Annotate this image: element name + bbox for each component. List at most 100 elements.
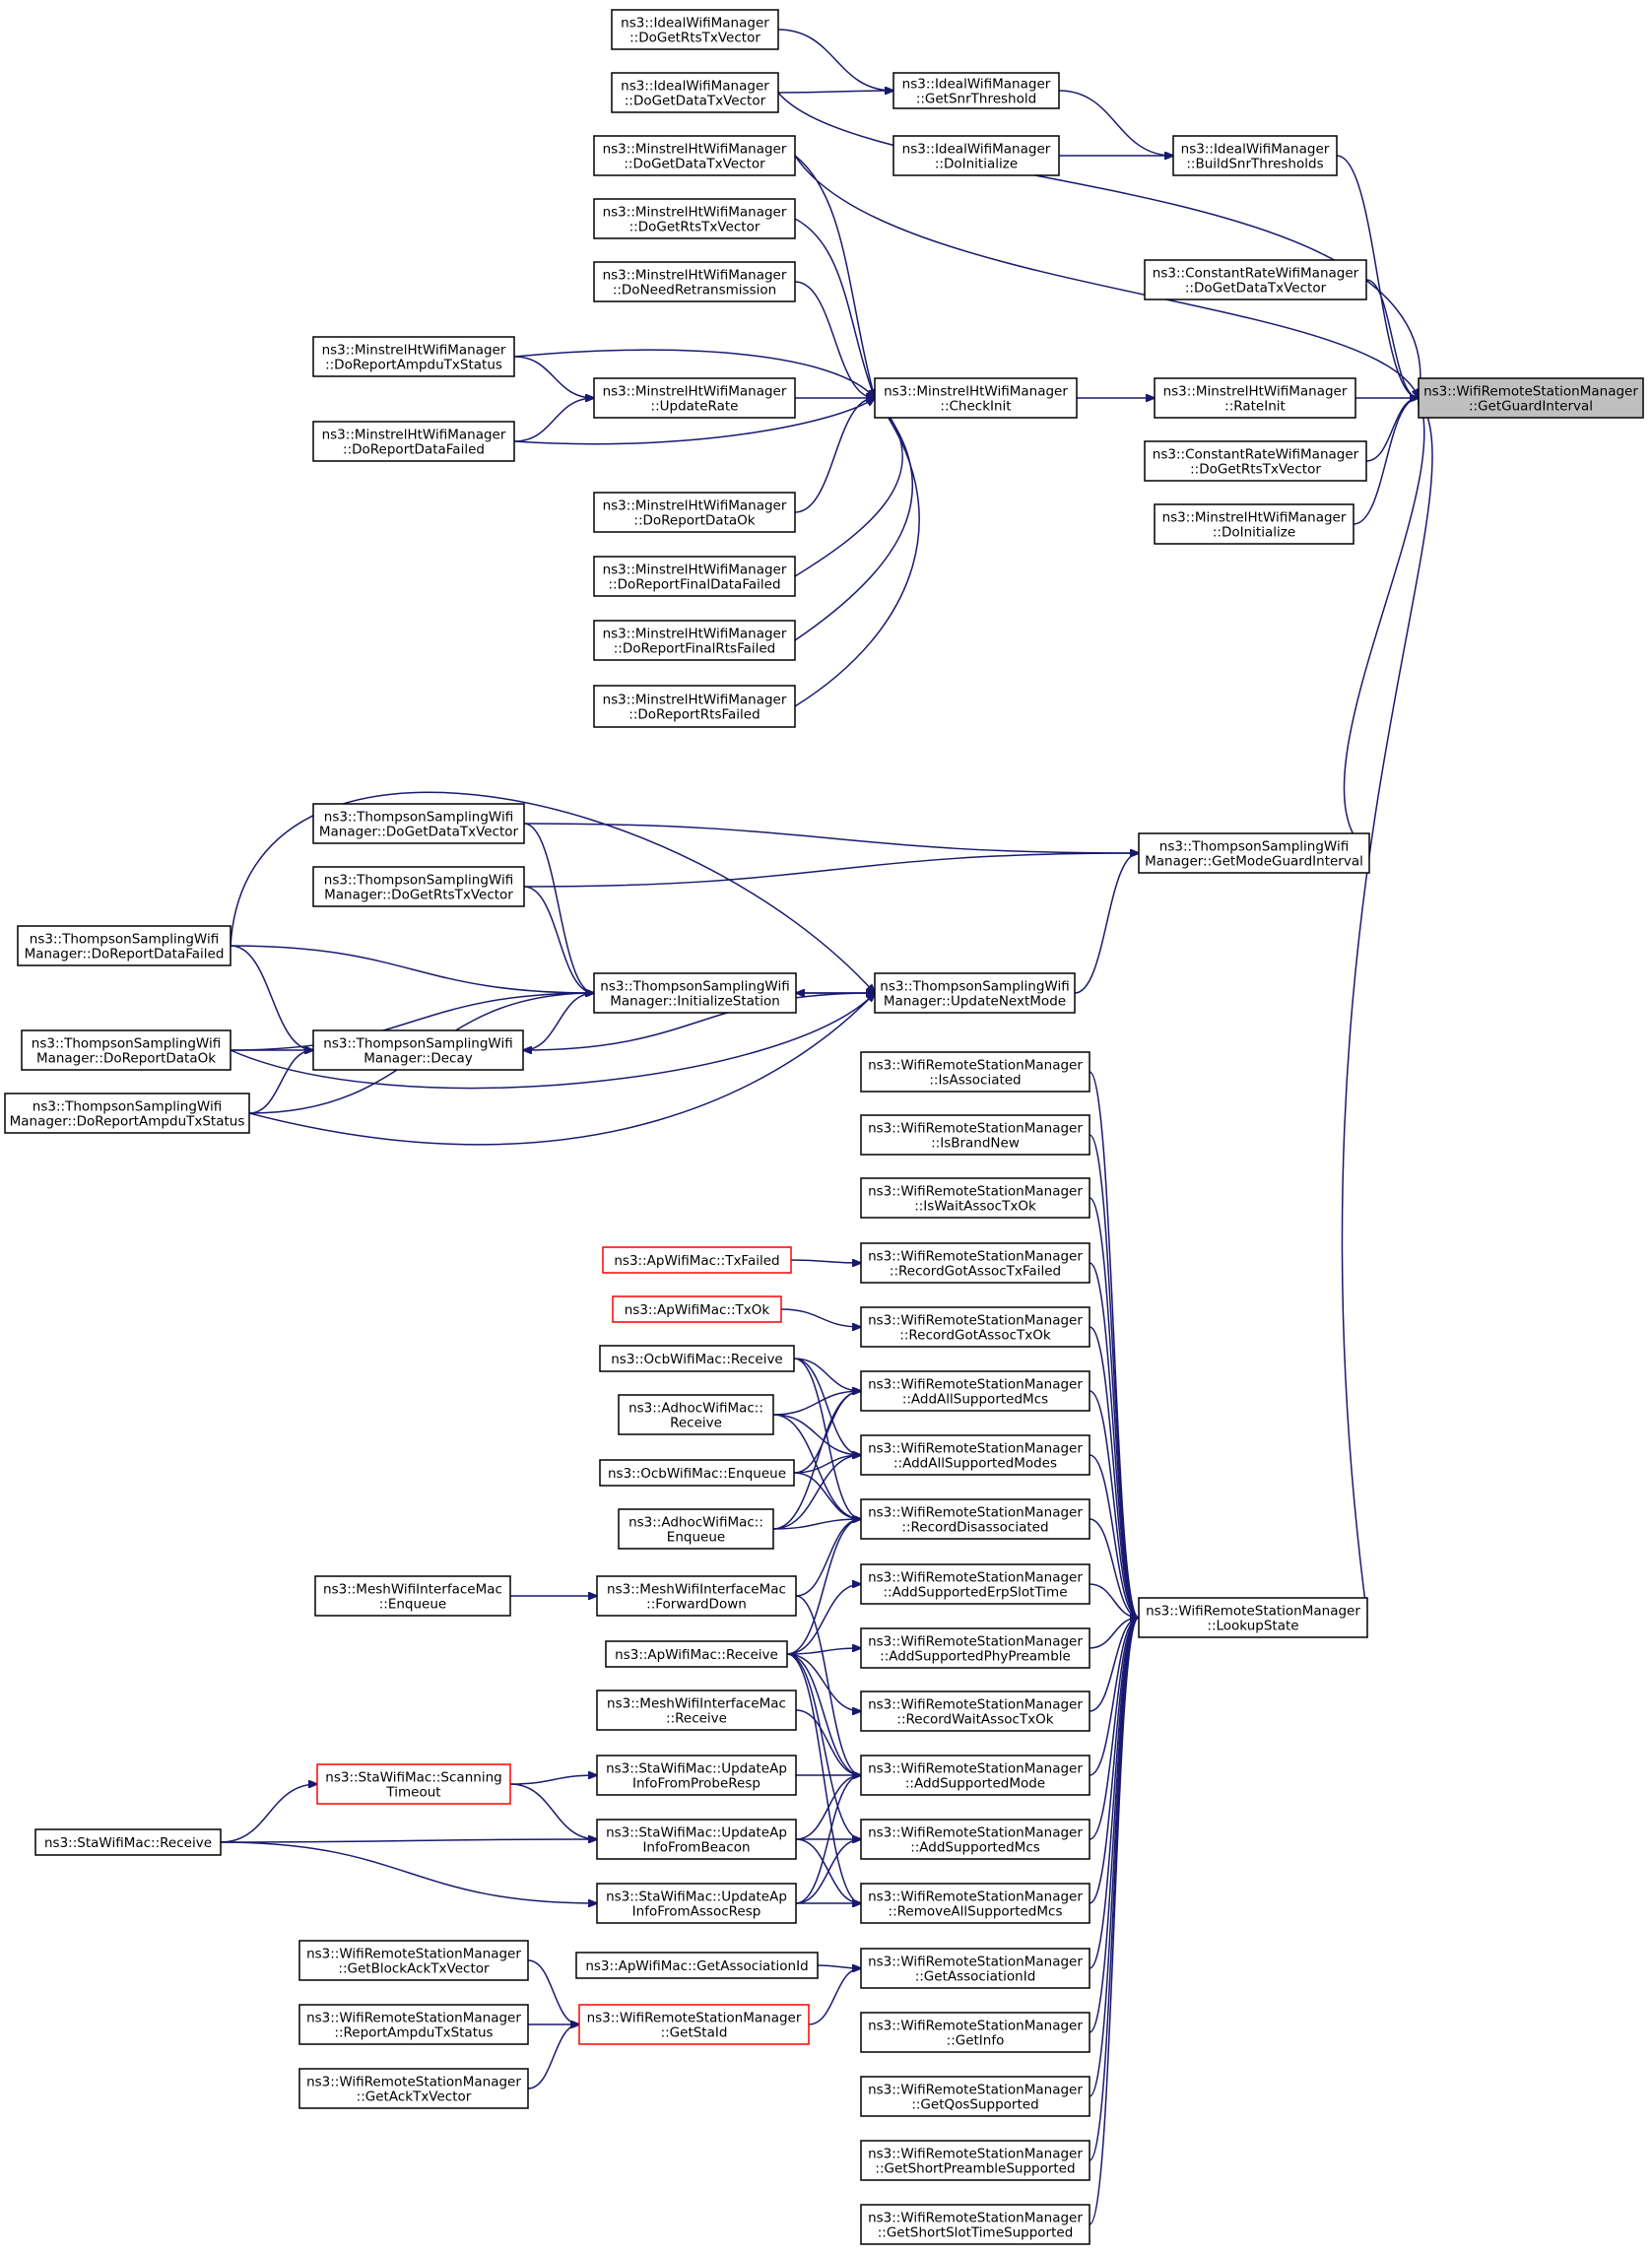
node-mesh_fwd[interactable]: ns3::MeshWifiInterfaceMac::ForwardDown [596, 1575, 797, 1617]
node-mesh_recv[interactable]: ns3::MeshWifiInterfaceMac::Receive [596, 1690, 797, 1731]
node-label-line: ::LookupState [1207, 1619, 1298, 1634]
node-label-line: ::IsAssociated [929, 1073, 1021, 1089]
node-w_isassoc[interactable]: ns3::WifiRemoteStationManager::IsAssocia… [860, 1051, 1090, 1093]
node-label-line: ::RecordGotAssocTxFailed [890, 1264, 1061, 1280]
node-mh_rts[interactable]: ns3::MinstrelHtWifiManager::DoGetRtsTxVe… [593, 198, 796, 239]
node-box [1154, 503, 1355, 545]
node-adhoc_recv[interactable]: ns3::AdhocWifiMac::Receive [618, 1394, 774, 1435]
node-mh_final_data[interactable]: ns3::MinstrelHtWifiManager::DoReportFina… [593, 556, 796, 597]
node-ap_recv[interactable]: ns3::ApWifiMac::Receive [605, 1640, 788, 1668]
node-label-line: ns3::WifiRemoteStationManager [868, 2019, 1083, 2034]
node-ocb_enq[interactable]: ns3::OcbWifiMac::Enqueue [599, 1459, 795, 1487]
node-mh_ampdu[interactable]: ns3::MinstrelHtWifiManager::DoReportAmpd… [312, 336, 515, 377]
node-mh_update[interactable]: ns3::MinstrelHtWifiManager::UpdateRate [593, 377, 796, 419]
node-label-line: ::AddSupportedMode [905, 1776, 1045, 1792]
node-w_reportampdu[interactable]: ns3::WifiRemoteStationManager::ReportAmp… [298, 2004, 529, 2045]
node-ap_getassoc[interactable]: ns3::ApWifiMac::GetAssociationId [575, 1952, 819, 1979]
node-mh_rts_failed[interactable]: ns3::MinstrelHtWifiManager::DoReportRtsF… [593, 685, 796, 728]
node-w_iswait[interactable]: ns3::WifiRemoteStationManager::IsWaitAss… [860, 1177, 1090, 1219]
node-ts_data[interactable]: ns3::ThompsonSamplingWifiManager::DoGetD… [312, 803, 525, 844]
node-root[interactable]: ns3::WifiRemoteStationManager::GetGuardI… [1418, 377, 1644, 419]
node-ts_failed[interactable]: ns3::ThompsonSamplingWifiManager::DoRepo… [17, 925, 231, 966]
node-w_isbrand[interactable]: ns3::WifiRemoteStationManager::IsBrandNe… [860, 1114, 1090, 1156]
node-w_blockack[interactable]: ns3::WifiRemoteStationManager::GetBlockA… [298, 1940, 529, 1981]
node-w_qos[interactable]: ns3::WifiRemoteStationManager::GetQosSup… [860, 2076, 1090, 2117]
node-w_phypre[interactable]: ns3::WifiRemoteStationManager::AddSuppor… [860, 1627, 1090, 1669]
node-w_recok[interactable]: ns3::WifiRemoteStationManager::RecordGot… [860, 1306, 1090, 1348]
node-mh_rateinit[interactable]: ns3::MinstrelHtWifiManager::RateInit [1154, 377, 1356, 419]
node-mh_data[interactable]: ns3::MinstrelHtWifiManager::DoGetDataTxV… [593, 135, 796, 176]
node-w_allmcs[interactable]: ns3::WifiRemoteStationManager::AddAllSup… [860, 1370, 1090, 1412]
node-w_shortpre[interactable]: ns3::WifiRemoteStationManager::GetShortP… [860, 2140, 1090, 2181]
edge-w_recok-to-ls [1089, 1326, 1139, 1618]
node-iw_init[interactable]: ns3::IdealWifiManager::DoInitialize [892, 135, 1060, 176]
node-ts_ampdu[interactable]: ns3::ThompsonSamplingWifiManager::DoRepo… [4, 1093, 250, 1134]
node-ts_next[interactable]: ns3::ThompsonSamplingWifiManager::Update… [874, 972, 1076, 1014]
node-w_getassoc[interactable]: ns3::WifiRemoteStationManager::GetAssoci… [860, 1948, 1090, 1989]
node-ts_initst[interactable]: ns3::ThompsonSamplingWifiManager::Initia… [593, 972, 797, 1014]
node-iw_build[interactable]: ns3::IdealWifiManager::BuildSnrThreshold… [1172, 135, 1338, 176]
node-ap_txfailed[interactable]: ns3::ApWifiMac::TxFailed [602, 1246, 792, 1274]
node-cr_rts[interactable]: ns3::ConstantRateWifiManager::DoGetRtsTx… [1144, 440, 1367, 482]
node-w_allmodes[interactable]: ns3::WifiRemoteStationManager::AddAllSup… [860, 1434, 1090, 1476]
node-ts_ok[interactable]: ns3::ThompsonSamplingWifiManager::DoRepo… [21, 1029, 231, 1071]
edge-mh_failed-to-mh_check [513, 398, 875, 445]
node-label-line: ns3::WifiRemoteStationManager [1423, 384, 1638, 400]
node-sta_recv[interactable]: ns3::StaWifiMac::Receive [34, 1828, 222, 1856]
node-iw_data[interactable]: ns3::IdealWifiManager::DoGetDataTxVector [611, 72, 779, 113]
node-box [602, 1246, 792, 1274]
node-w_getstaid[interactable]: ns3::WifiRemoteStationManager::GetStaId [578, 2004, 810, 2045]
node-iw_rts[interactable]: ns3::IdealWifiManager::DoGetRtsTxVector [611, 9, 779, 50]
node-w_addmcs[interactable]: ns3::WifiRemoteStationManager::AddSuppor… [860, 1819, 1090, 1860]
edge-sta_scan-to-sta_probe [509, 1775, 597, 1785]
node-mh_final_rts[interactable]: ns3::MinstrelHtWifiManager::DoReportFina… [593, 620, 796, 661]
node-label-line: ns3::ApWifiMac::TxFailed [614, 1253, 779, 1269]
node-label-line: ::AddAllSupportedMcs [902, 1392, 1048, 1408]
edge-w_recfail-to-ls [1089, 1262, 1139, 1618]
node-iw_snr[interactable]: ns3::IdealWifiManager::GetSnrThreshold [892, 72, 1060, 109]
node-label-line: ::DoReportDataOk [633, 513, 755, 529]
node-ap_txok[interactable]: ns3::ApWifiMac::TxOk [612, 1295, 782, 1323]
node-w_removemcs[interactable]: ns3::WifiRemoteStationManager::RemoveAll… [860, 1883, 1090, 1924]
edge-mh_ok-to-mh_check [794, 398, 875, 513]
node-ocb_recv[interactable]: ns3::OcbWifiMac::Receive [599, 1345, 795, 1372]
edge-mh_final_rts-to-mh_check [794, 398, 914, 641]
node-sta_probe[interactable]: ns3::StaWifiMac::UpdateApInfoFromProbeRe… [596, 1755, 797, 1796]
node-label-line: InfoFromProbeResp [632, 1776, 760, 1792]
node-mh_check[interactable]: ns3::MinstrelHtWifiManager::CheckInit [874, 377, 1078, 419]
node-adhoc_enq[interactable]: ns3::AdhocWifiMac::Enqueue [618, 1508, 774, 1550]
node-mh_doinit[interactable]: ns3::MinstrelHtWifiManager::DoInitialize [1154, 503, 1355, 545]
node-label-line: ns3::MinstrelHtWifiManager [603, 627, 787, 642]
node-ts_rts[interactable]: ns3::ThompsonSamplingWifiManager::DoGetR… [312, 866, 525, 907]
node-mesh_enq[interactable]: ns3::MeshWifiInterfaceMac::Enqueue [314, 1575, 511, 1617]
node-label-line: ::DoReportRtsFailed [628, 707, 760, 723]
node-ts_gi[interactable]: ns3::ThompsonSamplingWifiManager::GetMod… [1138, 832, 1370, 874]
edge-w_isbrand-to-ls [1089, 1134, 1139, 1618]
edge-ts_failed-to-ts_decay [230, 945, 313, 1050]
node-sta_assocresp[interactable]: ns3::StaWifiMac::UpdateApInfoFromAssocRe… [596, 1883, 797, 1924]
node-w_shortslot[interactable]: ns3::WifiRemoteStationManager::GetShortS… [860, 2204, 1090, 2245]
node-w_recwait[interactable]: ns3::WifiRemoteStationManager::RecordWai… [860, 1690, 1090, 1732]
node-w_erp[interactable]: ns3::WifiRemoteStationManager::AddSuppor… [860, 1563, 1090, 1605]
node-box [578, 2004, 810, 2045]
node-mh_failed[interactable]: ns3::MinstrelHtWifiManager::DoReportData… [312, 421, 515, 462]
node-box [860, 1498, 1090, 1540]
node-box [596, 1755, 797, 1796]
node-mh_retx[interactable]: ns3::MinstrelHtWifiManager::DoNeedRetran… [593, 261, 796, 302]
node-w_addmode[interactable]: ns3::WifiRemoteStationManager::AddSuppor… [860, 1755, 1090, 1796]
node-cr_data[interactable]: ns3::ConstantRateWifiManager::DoGetDataT… [1144, 259, 1367, 300]
node-ls[interactable]: ns3::WifiRemoteStationManager::LookupSta… [1138, 1597, 1368, 1638]
node-label-line: ns3::WifiRemoteStationManager [306, 1947, 521, 1962]
node-w_getinfo[interactable]: ns3::WifiRemoteStationManager::GetInfo [860, 2012, 1090, 2053]
edge-ts_failed-to-ts_initst [230, 945, 594, 993]
node-box [618, 1394, 774, 1435]
node-label-line: ::DoGetDataTxVector [624, 157, 765, 172]
node-w_recfail[interactable]: ns3::WifiRemoteStationManager::RecordGot… [860, 1242, 1090, 1284]
node-w_disassoc[interactable]: ns3::WifiRemoteStationManager::RecordDis… [860, 1498, 1090, 1540]
node-box [593, 620, 796, 661]
node-mh_ok[interactable]: ns3::MinstrelHtWifiManager::DoReportData… [593, 492, 796, 533]
node-w_ack[interactable]: ns3::WifiRemoteStationManager::GetAckTxV… [298, 2068, 529, 2109]
